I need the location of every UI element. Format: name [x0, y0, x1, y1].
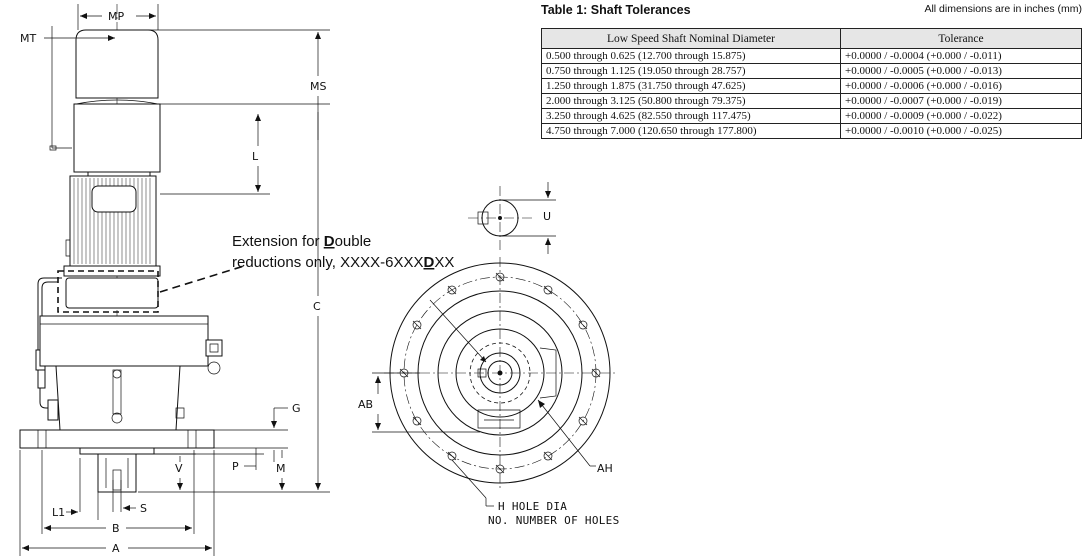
label-c: C [313, 300, 321, 313]
gear-housing [39, 315, 209, 367]
label-l: L [252, 150, 259, 163]
label-ah: AH [597, 462, 613, 475]
cell-diameter: 1.250 through 1.875 (31.750 through 47.6… [541, 78, 841, 94]
extension-leader-line [159, 265, 245, 293]
label-ab: AB [358, 398, 373, 411]
table-row: 3.250 through 4.625 (82.550 through 117.… [541, 108, 1082, 124]
fan-cover [75, 29, 159, 99]
table-title: Table 1: Shaft Tolerances [541, 3, 691, 17]
flange-plan-view [372, 257, 616, 507]
table-row: 1.250 through 1.875 (31.750 through 47.6… [541, 78, 1082, 94]
side-view-dimensions [19, 4, 330, 556]
label-mt: MT [20, 32, 36, 45]
table-row: 4.750 through 7.000 (120.650 through 177… [541, 123, 1082, 139]
dimension-labels: MP MT MS L C G P M V L1 S B A U AB AH [20, 10, 613, 555]
header-tolerance: Tolerance [840, 28, 1082, 49]
label-l1: L1 [52, 506, 65, 519]
label-m: M [276, 462, 286, 475]
hole-note-line2: NO. NUMBER OF HOLES [488, 514, 620, 527]
motor-housing [73, 103, 161, 173]
shaft-section-view [468, 182, 556, 254]
cell-tolerance: +0.0000 / -0.0004 (+0.000 / -0.011) [840, 48, 1082, 64]
extension-note-line1: Extension for Double [232, 233, 371, 250]
cell-tolerance: +0.0000 / -0.0005 (+0.000 / -0.013) [840, 63, 1082, 79]
shaft-tolerance-table: Low Speed Shaft Nominal Diameter Toleran… [541, 28, 1082, 139]
label-ms: MS [310, 80, 326, 93]
output-shaft [97, 453, 137, 493]
mounting-flange [19, 429, 215, 449]
units-note: All dimensions are in inches (mm) [924, 3, 1082, 15]
extension-note-line2: reductions only, XXXX-6XXXDXX [232, 254, 454, 271]
cell-diameter: 0.750 through 1.125 (19.050 through 28.7… [541, 63, 841, 79]
side-elevation-view [19, 4, 223, 493]
table-row: 0.500 through 0.625 (12.700 through 15.8… [541, 48, 1082, 64]
label-p: P [232, 460, 239, 473]
cell-tolerance: +0.0000 / -0.0010 (+0.000 / -0.025) [840, 123, 1082, 139]
label-a: A [112, 542, 120, 555]
label-v: V [175, 462, 183, 475]
label-u: U [543, 210, 551, 223]
cell-tolerance: +0.0000 / -0.0009 (+0.000 / -0.022) [840, 108, 1082, 124]
cell-tolerance: +0.0000 / -0.0006 (+0.000 / -0.016) [840, 78, 1082, 94]
label-b: B [112, 522, 120, 535]
label-s: S [140, 502, 147, 515]
cell-diameter: 2.000 through 3.125 (50.800 through 79.3… [541, 93, 841, 109]
table-row: 0.750 through 1.125 (19.050 through 28.7… [541, 63, 1082, 79]
label-g: G [292, 402, 301, 415]
extension-highlight-box [57, 270, 159, 313]
cell-diameter: 4.750 through 7.000 (120.650 through 177… [541, 123, 841, 139]
cell-tolerance: +0.0000 / -0.0007 (+0.000 / -0.019) [840, 93, 1082, 109]
hole-note-line1: H HOLE DIA [498, 500, 567, 513]
header-diameter: Low Speed Shaft Nominal Diameter [541, 28, 841, 49]
table-row: 2.000 through 3.125 (50.800 through 79.3… [541, 93, 1082, 109]
cell-diameter: 3.250 through 4.625 (82.550 through 117.… [541, 108, 841, 124]
label-mp: MP [108, 10, 124, 23]
cell-diameter: 0.500 through 0.625 (12.700 through 15.8… [541, 48, 841, 64]
table-header-row: Low Speed Shaft Nominal Diameter Toleran… [541, 28, 1082, 49]
